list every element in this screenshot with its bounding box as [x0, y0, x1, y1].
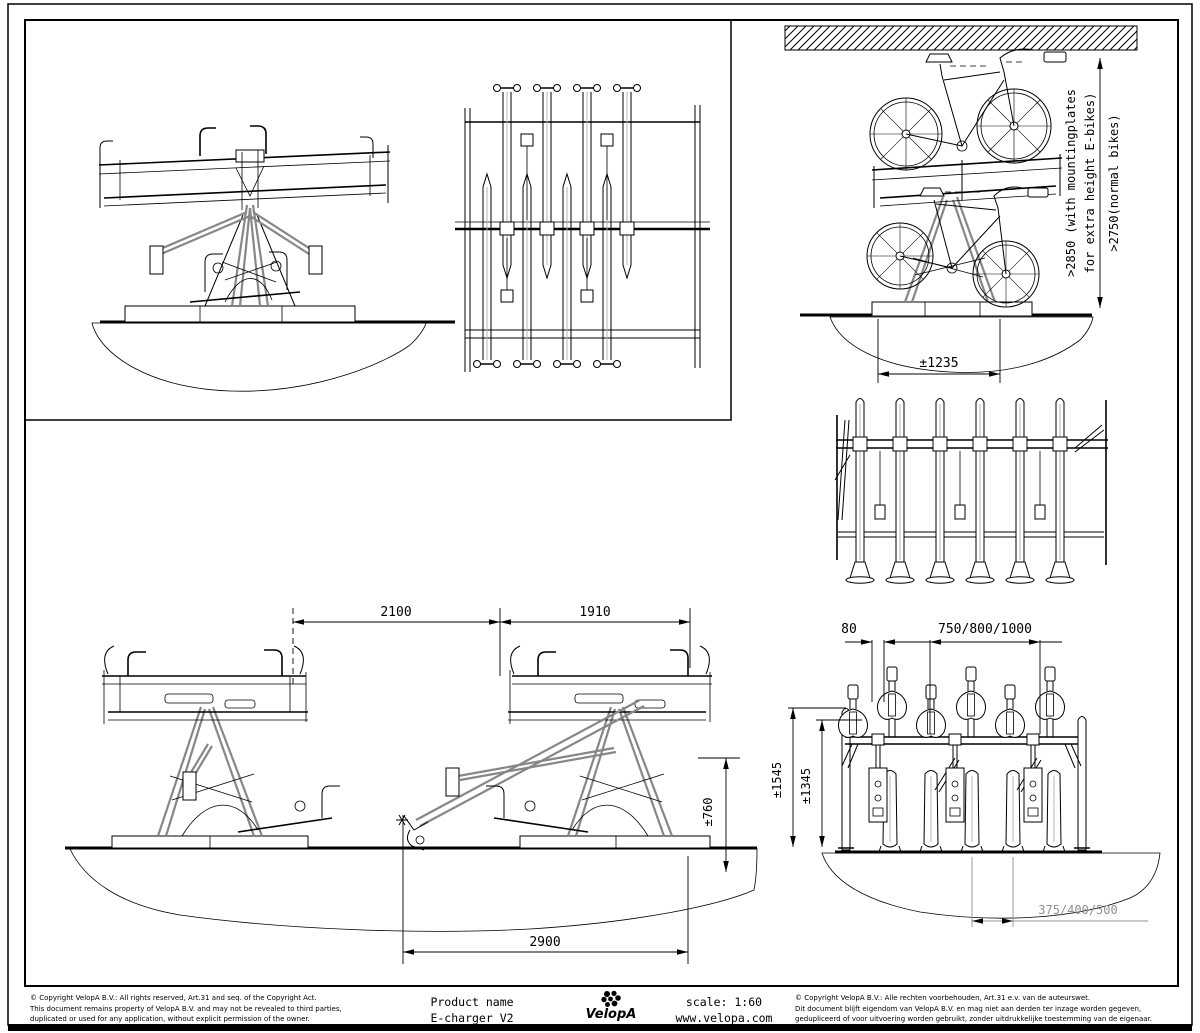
dim-clearance-ebike-2: for extra height E-bikes) — [1083, 93, 1097, 274]
view-front-loaded: >2850 (with mountingplates for extra hei… — [784, 25, 1138, 383]
bike-lower — [866, 186, 1049, 308]
view-row-rear — [834, 398, 1108, 584]
rack-left — [102, 645, 340, 849]
product-name-block: Product name E-charger V2 — [393, 994, 551, 1026]
bike-upper — [869, 48, 1067, 171]
dim-pitch-options: 375/400/500 — [1038, 903, 1117, 917]
copyright-dutch: © Copyright VelopA B.V.: Alle rechten vo… — [795, 993, 1152, 1025]
copyright-en-line1: © Copyright VelopA B.V.: All rights rese… — [30, 994, 317, 1002]
dim-clearance-normal: >2750(normal bikes) — [1107, 114, 1121, 251]
website-url: www.velopa.com — [675, 1011, 773, 1025]
copyright-en-line2: This document remains property of VelopA… — [30, 1004, 342, 1013]
scale-block: scale: 1:60 www.velopa.com — [648, 994, 800, 1026]
product-name-value: E-charger V2 — [430, 1011, 514, 1025]
dim-total-depth: 2900 — [529, 935, 560, 950]
copyright-nl-line2: Dit document blijft eigendom van VelopA … — [795, 1004, 1142, 1013]
tray-tip-marker — [396, 814, 408, 826]
copyright-en-line3: duplicated or used for any application, … — [30, 1015, 310, 1023]
dim-tray-height: ±760 — [701, 798, 715, 827]
rack-right — [396, 645, 712, 851]
dim-clearance-ebike-1: >2850 (with mountingplates — [1064, 89, 1078, 277]
brand-name: VelopA — [585, 1007, 637, 1022]
bottom-bar — [8, 1024, 1192, 1031]
ceiling-hatch — [784, 25, 1138, 51]
view-row-front: 80 750/800/1000 ±1545 ±1345 375/400/500 — [770, 622, 1161, 927]
view-side-elevation: 2100 1910 ±760 2900 — [65, 605, 758, 964]
dim-extraction-right: 1910 — [579, 605, 610, 620]
dim-handle-height-upper: ±1545 — [770, 762, 784, 798]
view-plan — [455, 83, 710, 372]
scale-value: scale: 1:60 — [685, 995, 763, 1009]
copyright-english: © Copyright VelopA B.V.: All rights rese… — [30, 993, 342, 1025]
copyright-nl-line3: gedupliceerd of voor uitvoering worden g… — [795, 1015, 1153, 1023]
brand-logo: VelopA — [580, 990, 642, 1021]
velopa-flower-icon — [601, 990, 621, 1007]
outer-border — [7, 3, 1193, 1026]
copyright-nl-line1: © Copyright VelopA B.V.: Alle rechten vo… — [795, 994, 1091, 1002]
dim-handle-height-lower: ±1345 — [799, 768, 813, 804]
slide-handles — [500, 133, 614, 303]
dim-extraction-left: 2100 — [380, 605, 411, 620]
dim-footprint-width: ±1235 — [919, 356, 958, 371]
product-name-label: Product name — [430, 995, 514, 1009]
dim-spacing-options: 750/800/1000 — [938, 622, 1032, 637]
detail-box — [24, 19, 732, 421]
view-front-empty — [91, 125, 455, 392]
dim-stagger: 80 — [841, 622, 857, 637]
